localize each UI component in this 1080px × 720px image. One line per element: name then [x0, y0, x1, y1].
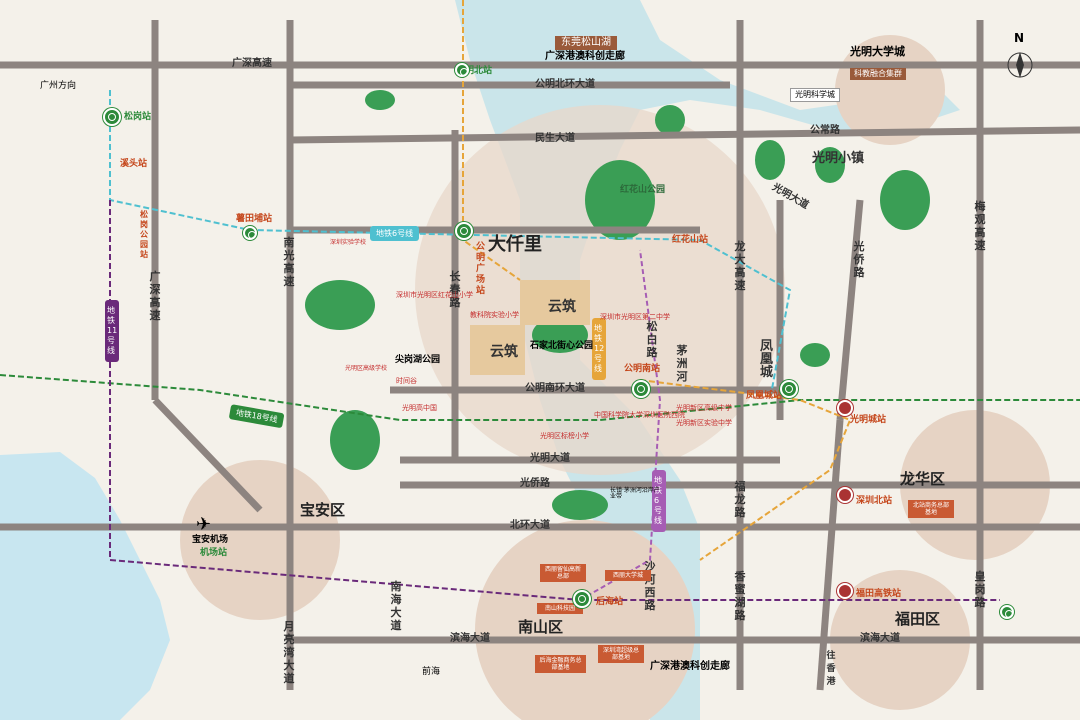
project-name: 大仟里	[488, 234, 542, 255]
road-beihuan: 北环大道	[510, 520, 550, 531]
label-edu-cluster: 科教融合集群	[850, 68, 906, 80]
label-qianhai: 前海	[422, 667, 441, 677]
road-songbai: 松白路	[646, 320, 658, 359]
road-gs-highway-left: 广深高速	[149, 270, 161, 322]
road-gs-highway-top: 广深高速	[232, 58, 272, 69]
gm-square-station[interactable]: 公明广场站	[476, 242, 486, 296]
metro-songgang[interactable]	[103, 108, 121, 126]
label-dongguan: 东莞松山湖	[555, 36, 617, 50]
road-xiangmi: 香蜜湖路	[734, 570, 746, 622]
poi-10: 深圳实验学校	[330, 239, 367, 246]
metro-gm-south[interactable]	[632, 380, 650, 398]
label-futian: 福田区	[895, 610, 941, 628]
rail-futian[interactable]	[837, 583, 853, 599]
rail-sz-north[interactable]	[837, 487, 853, 503]
label-maozhouhe: 茅洲河	[676, 344, 688, 383]
gm-south-station[interactable]: 公明南站	[624, 364, 661, 374]
metro-gm-square[interactable]	[455, 222, 473, 240]
label-gm-town: 光明小镇	[812, 151, 865, 166]
road-guangqiao: 光侨路	[520, 478, 550, 489]
label-guangzhou: 广州方向	[40, 81, 77, 91]
label-nanshan: 南山区	[518, 618, 564, 636]
poi-0: 深圳市光明区红花山小学	[396, 291, 473, 299]
futian-station[interactable]: 福田高铁站	[856, 589, 902, 599]
road-nanhai: 南海大道	[390, 580, 402, 632]
road-shahe: 沙河西路	[644, 560, 656, 612]
metro-houhai[interactable]	[573, 590, 591, 608]
road-changchun: 长春路	[449, 270, 461, 309]
label-gm-sci-city: 光明科学城	[790, 88, 840, 102]
songgang-station[interactable]: 松岗站	[124, 112, 152, 122]
road-longda: 龙大高速	[734, 240, 746, 292]
label-top-corridor: 广深港澳科创走廊	[545, 51, 625, 62]
label-airport: 宝安机场	[192, 535, 229, 545]
project-yunzhu-1: 云筑	[548, 299, 576, 315]
xuetian-station[interactable]: 薯田埔站	[236, 214, 273, 224]
poi-8: 光明区高级学校	[345, 365, 388, 372]
metro6-tag: 地铁6号线	[370, 226, 420, 241]
road-binhai-right: 滨海大道	[860, 633, 900, 644]
label-baoan: 宝安区	[300, 501, 346, 519]
metro-xuetian[interactable]	[243, 226, 257, 240]
airplane-icon: ✈	[196, 514, 212, 535]
road-yuelianwan: 月亮湾大道	[283, 620, 295, 685]
poi-4: 光明新区高级中学	[676, 404, 732, 412]
poi-9: 时间谷	[396, 377, 417, 385]
poi-6: 光明区标榜小学	[540, 432, 589, 440]
houhai-station[interactable]: 后海站	[596, 597, 624, 607]
label-bottom-corridor: 广深港澳科创走廊	[650, 661, 730, 672]
metro-fenghuang[interactable]	[780, 380, 798, 398]
tag-szw-hq: 深圳湾超级总部基地	[598, 645, 644, 664]
label-gm-univ-city: 光明大学城	[850, 45, 905, 58]
sz-north-station[interactable]: 深圳北站	[856, 496, 893, 506]
shiling-park: 石家北街心公园	[530, 341, 594, 351]
xitou-station[interactable]: 溪头站	[120, 159, 148, 169]
tag-xili-univ: 西丽大学城	[605, 570, 651, 582]
label-to-hk: 往香港	[826, 651, 836, 687]
road-meiguan: 梅观高速	[974, 200, 986, 252]
road-nanguang: 南光高速	[283, 236, 295, 288]
poi-5: 光明新区实验中学	[676, 419, 732, 427]
tag-nanshan-tech: 南山科技园	[537, 603, 583, 615]
gm-city-station[interactable]: 光明城站	[850, 415, 887, 425]
tag-maozhou-industry: 长镇·茅洲河沿岸产业带	[610, 487, 660, 500]
gm-north-station[interactable]: 公明北站	[456, 66, 493, 76]
honghua-park: 红花山公园	[620, 185, 666, 195]
road-fulong: 福龙路	[734, 480, 746, 519]
label-fenghuang: 凤凰城	[760, 339, 774, 380]
jiangang-park: 尖岗湖公园	[395, 355, 441, 365]
poi-7: 光明高中国	[402, 404, 437, 412]
rail-gm-city[interactable]	[837, 400, 853, 416]
road-gongchang: 公常路	[810, 125, 840, 136]
poi-2: 深圳市光明区第二中学	[600, 313, 670, 321]
metro12-tag: 地铁12号线	[592, 318, 606, 380]
tag-north-station-hq: 北站商务总部基地	[908, 500, 954, 519]
road-guangqiao-v: 光侨路	[853, 240, 865, 279]
project-yunzhu-2: 云筑	[490, 344, 518, 360]
metro-huanggang[interactable]	[1000, 605, 1014, 619]
tag-houhai-finance: 后海金融商务总部基地	[535, 655, 586, 674]
compass-north: N	[1014, 31, 1025, 45]
metro6b-tag: 地铁6号线	[652, 470, 666, 532]
poi-1: 教科院实验小学	[470, 311, 519, 319]
metro11-tag: 地铁11号线	[105, 300, 119, 362]
road-gongming-north: 公明北环大道	[535, 79, 595, 90]
songgang-park-station[interactable]: 松岗公园站	[140, 210, 148, 259]
tag-xili-hq: 西丽留仙高新总部	[540, 564, 586, 583]
road-binhai-left: 滨海大道	[450, 633, 490, 644]
label-longhua: 龙华区	[900, 470, 946, 488]
metro-gm-north[interactable]	[455, 63, 469, 77]
road-gongming-south: 公明南环大道	[525, 383, 585, 394]
road-guangming-ave: 光明大道	[530, 453, 570, 464]
road-huanggang: 皇岗路	[974, 570, 986, 609]
poi-3: 中国科学院大学深圳医院西院	[594, 411, 685, 419]
honghua-station[interactable]: 红花山站	[672, 235, 709, 245]
road-minsheng: 民生大道	[535, 133, 575, 144]
fenghuang-station[interactable]: 凤凰城站	[746, 391, 783, 401]
airport-station[interactable]: 机场站	[200, 548, 228, 558]
